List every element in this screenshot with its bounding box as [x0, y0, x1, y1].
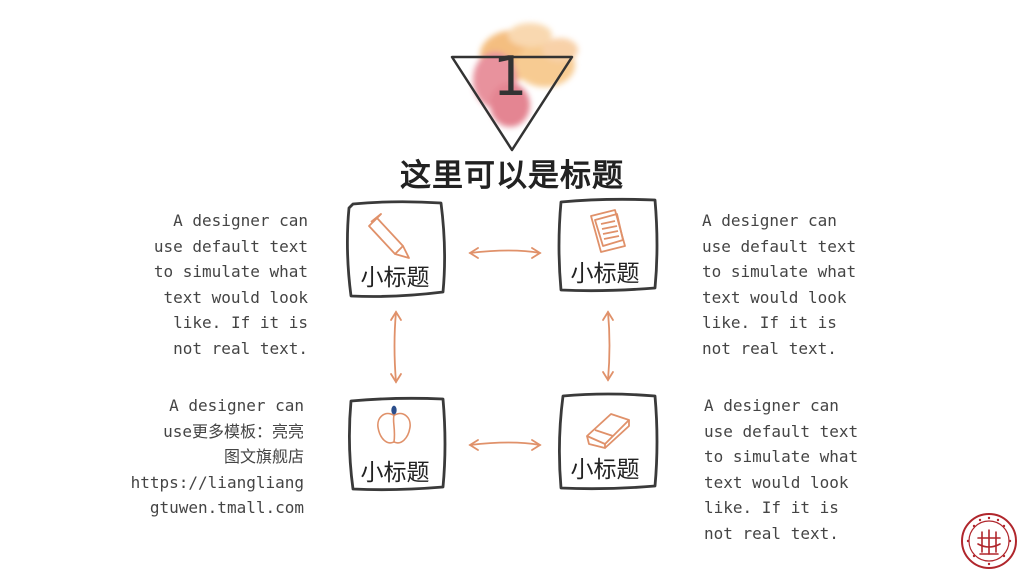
note-bottom-left: A designer can use更多模板：亮亮 图文旗舰店 https://…: [130, 396, 304, 517]
card-apple: 小标题: [345, 395, 447, 495]
card-label: 小标题: [570, 457, 640, 483]
section-number: 1: [492, 45, 528, 108]
note-top-right: A designer can use default text to simul…: [702, 211, 857, 358]
card-eraser: 小标题: [555, 392, 659, 492]
apple-icon: [377, 405, 411, 444]
university-seal-icon: [961, 513, 1017, 569]
watercolor-triangle-badge: [450, 23, 578, 152]
card-label: 小标题: [570, 261, 640, 287]
card-notebook: 小标题: [555, 196, 659, 296]
eraser-icon: [586, 413, 630, 449]
note-top-left: A designer can use default text to simul…: [153, 211, 308, 358]
notebook-icon: [590, 209, 626, 253]
page-title: 这里可以是标题: [400, 158, 624, 194]
card-pencil: 小标题: [345, 200, 446, 300]
pencil-icon: [368, 213, 410, 259]
card-label: 小标题: [360, 460, 430, 486]
card-label: 小标题: [360, 265, 430, 291]
note-bottom-right: A designer can use default text to simul…: [704, 396, 859, 543]
